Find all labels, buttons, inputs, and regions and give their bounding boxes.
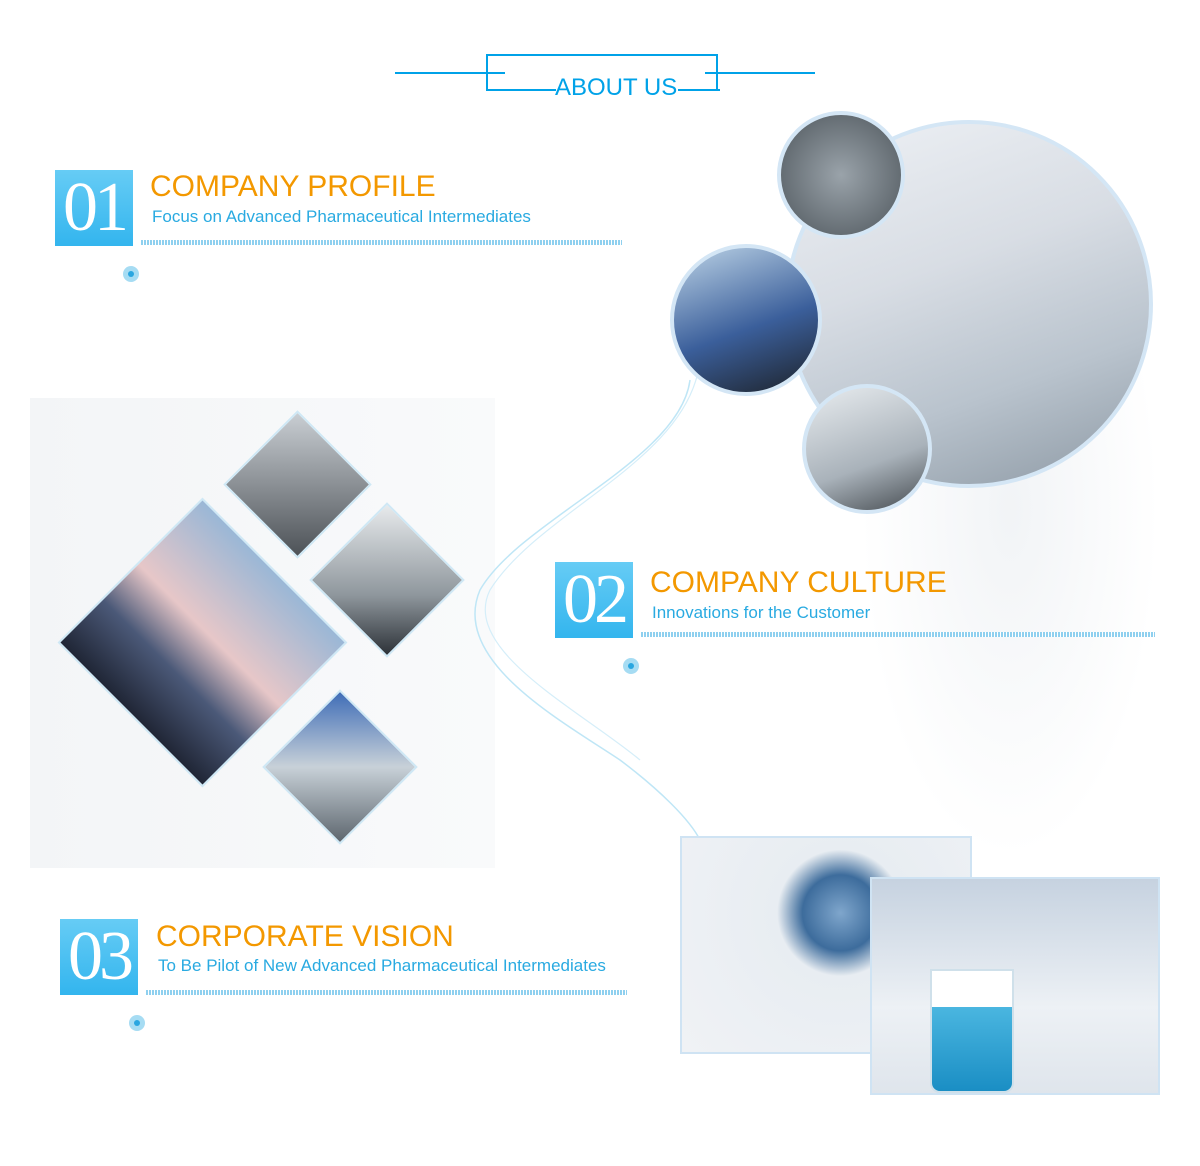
lab-equipment-photo [777,111,905,239]
analyzer-photo [802,384,932,514]
company-profile-heading: COMPANY PROFILE [150,170,436,203]
section-number-02: 02 [555,562,633,638]
section-title: ABOUT US [395,54,815,104]
company-profile-subtitle: Focus on Advanced Pharmaceutical Interme… [152,207,531,226]
dotted-divider [141,240,622,245]
bullet-dot [123,266,139,282]
dotted-divider [146,990,627,995]
dotted-divider [641,632,1155,637]
company-culture-heading: COMPANY CULTURE [650,566,947,599]
bullet-dot [129,1015,145,1031]
section-number-01: 01 [55,170,133,246]
about-us-heading: ABOUT US [555,74,678,101]
corporate-vision-heading: CORPORATE VISION [156,920,454,953]
bullet-dot [623,658,639,674]
company-culture-subtitle: Innovations for the Customer [652,603,871,622]
lab-bench-photo [670,244,822,396]
corporate-vision-subtitle: To Be Pilot of New Advanced Pharmaceutic… [158,956,606,975]
section-number-03: 03 [60,919,138,995]
beaker-photo [870,877,1160,1095]
